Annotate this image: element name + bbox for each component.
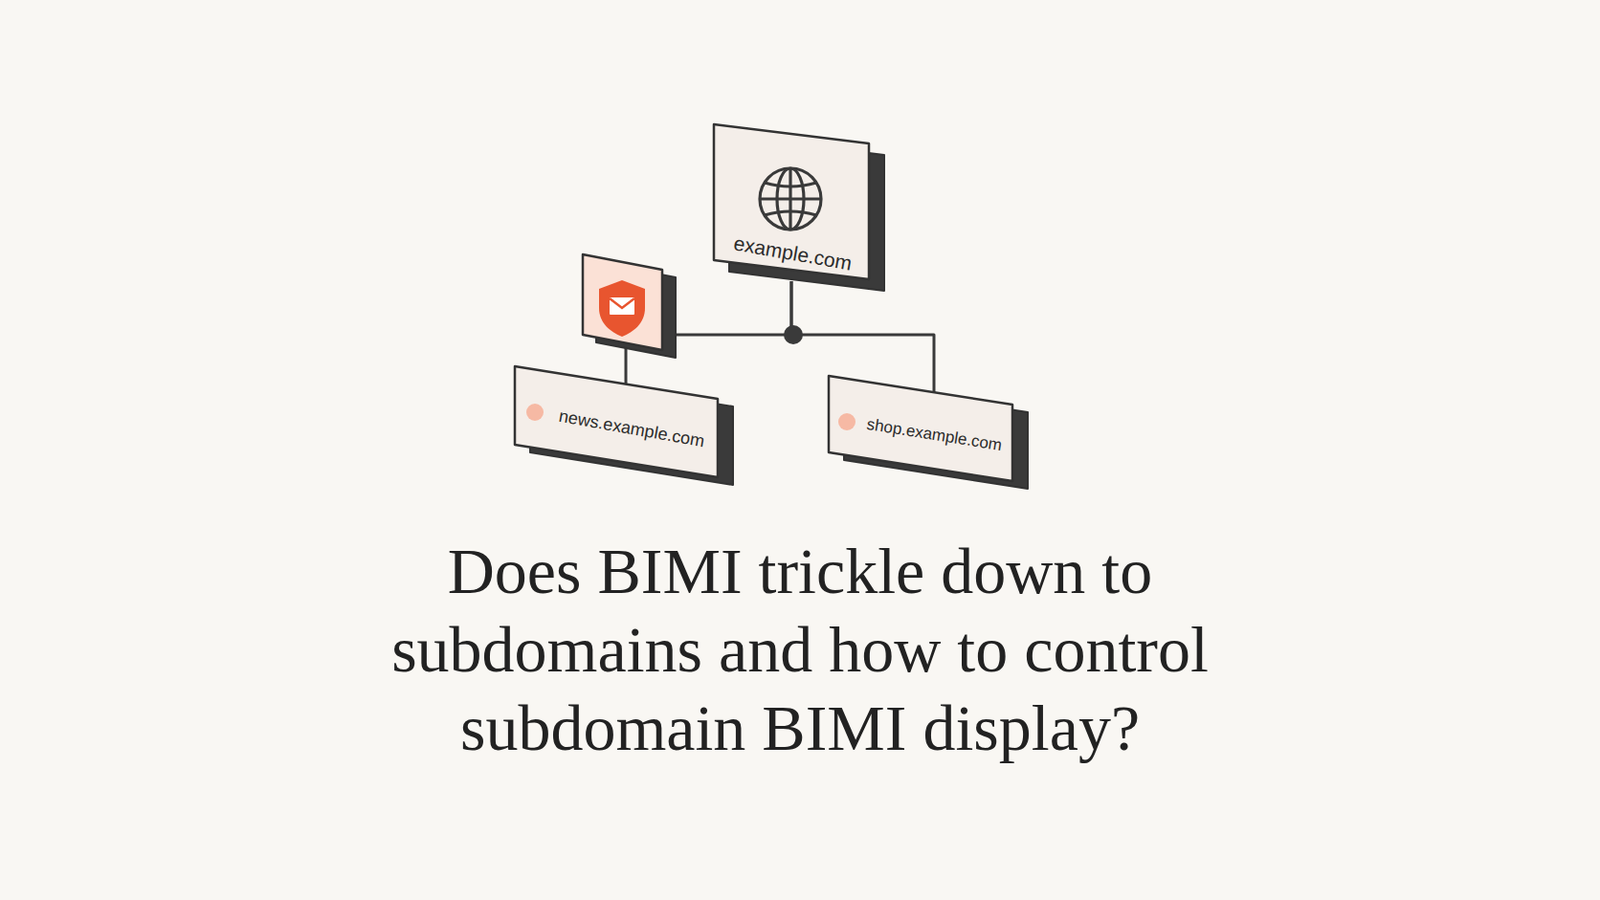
status-dot (838, 413, 856, 431)
box-shape (711, 120, 887, 299)
domain-box: news.example.com (512, 364, 738, 489)
domain-box: example.com (711, 120, 887, 299)
shield-tile (582, 254, 676, 358)
status-dot (526, 403, 544, 422)
tree-connector (625, 281, 792, 385)
title: Does BIMI trickle down to subdomains and… (316, 532, 1284, 768)
junction-dot (783, 325, 803, 345)
globe-icon (759, 168, 822, 230)
domain-box: shop.example.com (826, 374, 1031, 494)
tree-connector (791, 281, 934, 393)
